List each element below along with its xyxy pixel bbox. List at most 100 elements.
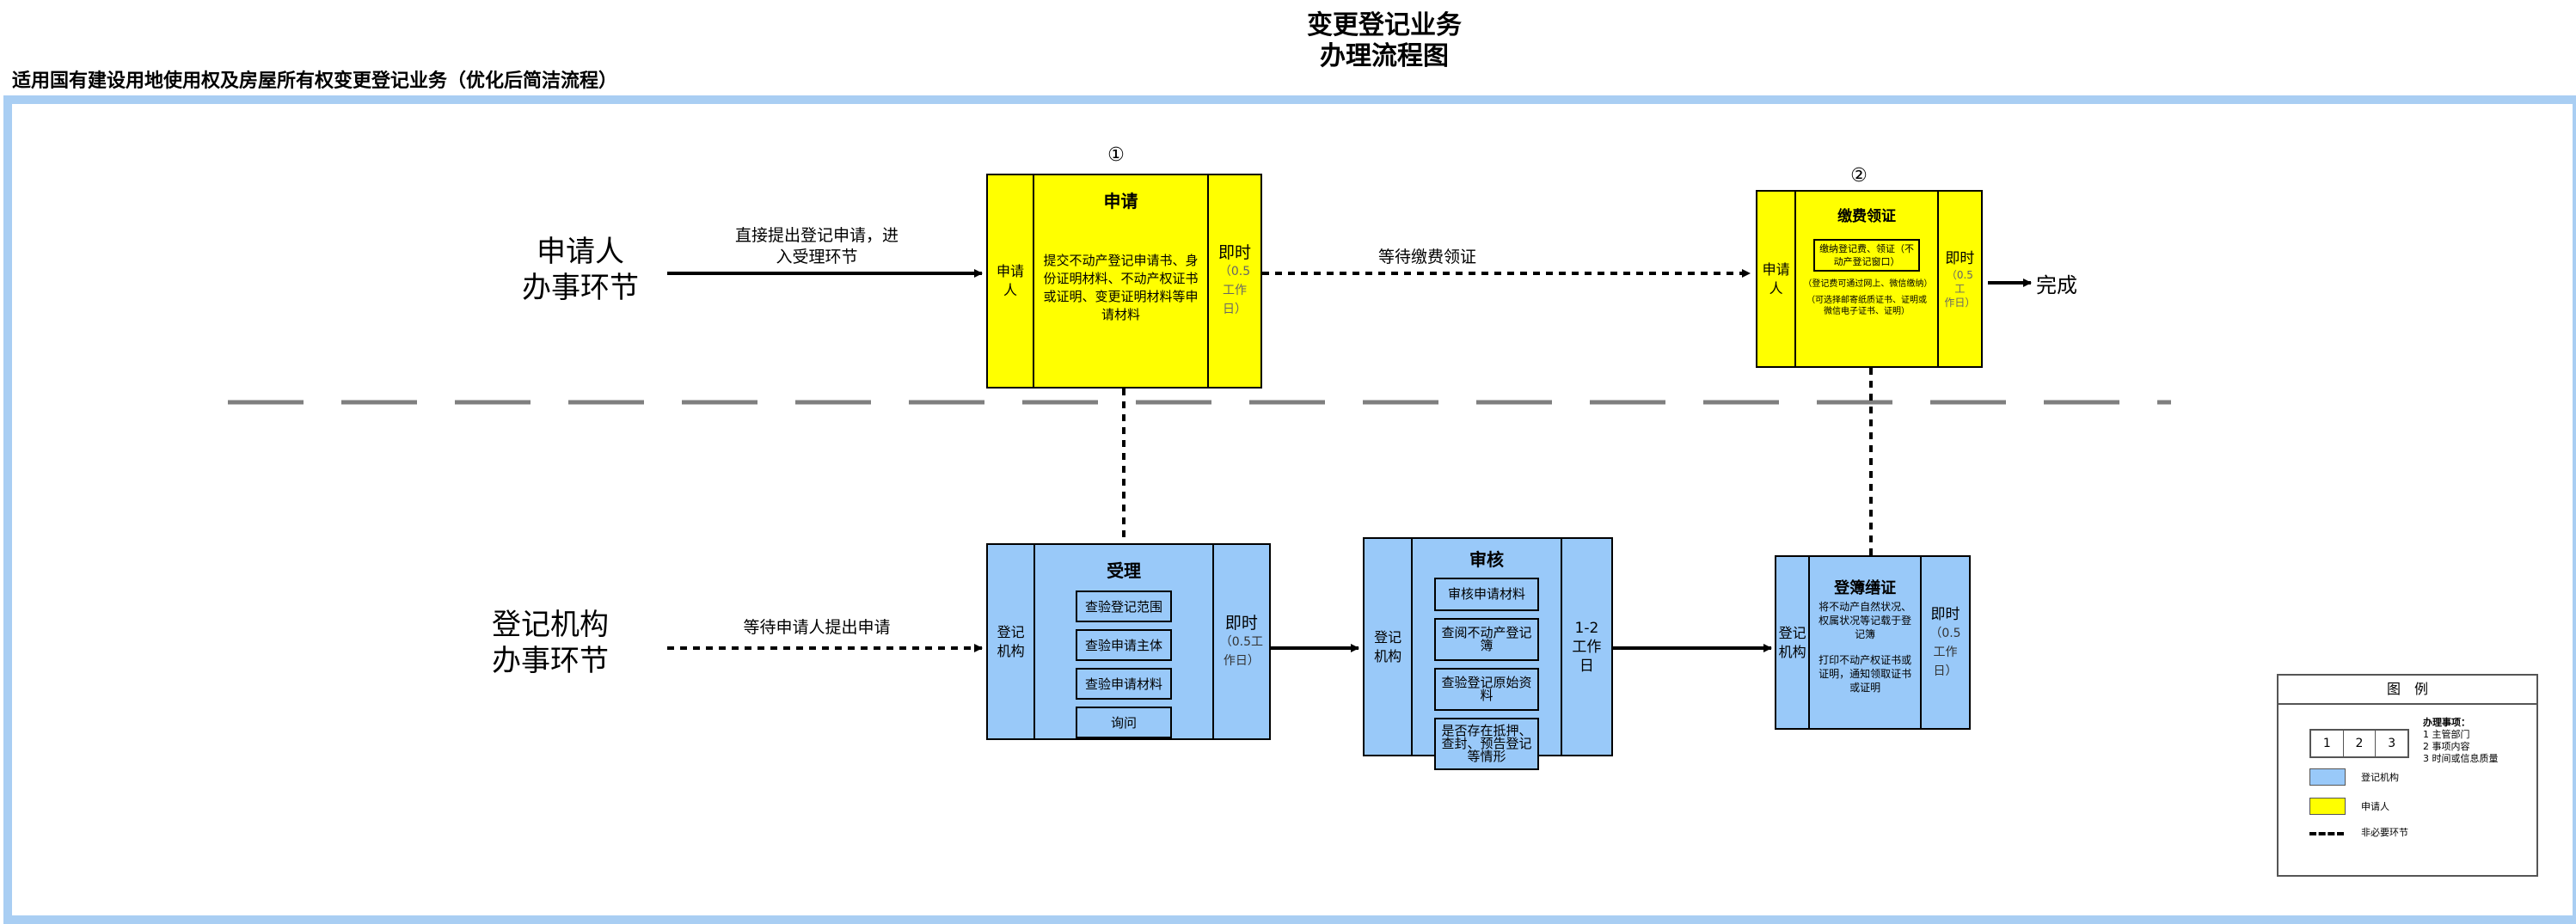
apply-time-line2: （0.5 [1218,265,1251,278]
accept-item-1: 查验登记范围 [1076,591,1173,622]
pay-title: 缴费领证 [1837,208,1897,225]
register-content-1: 将不动产自然状况、权属状况等记载于登记簿 [1819,601,1912,640]
accept-box: 登记 机构 受理 查验登记范围 查验申请主体 查验申请材料 询问 即时 （0.5… [986,543,1271,740]
pay-time-line3: 作日） [1944,296,1976,309]
accept-side-line2: 机构 [997,642,1025,659]
review-item-2: 查阅不动产登记簿 [1434,618,1540,661]
review-side: 登记 机构 [1365,539,1414,755]
legend-cell-3: 3 [2388,737,2396,750]
register-side: 登记 机构 [1776,557,1811,728]
pay-note-1: （登记费可通过网上、微信缴纳） [1803,279,1933,289]
edge-label-submit-line1: 直接提出登记申请，进 [734,226,899,245]
lane-label-applicant-line2: 办事环节 [522,271,639,305]
register-time-line1: 即时 [1930,605,1960,623]
legend-items-title: 办理事项： [2423,717,2470,728]
accept-title: 受理 [1107,560,1142,581]
edge-label-submit-line2: 入受理环节 [776,248,858,266]
apply-time-line3: 工作 [1223,284,1247,297]
pay-time-line1: 即时 [1945,249,1975,267]
review-box: 登记 机构 审核 审核申请材料 查阅不动产登记簿 查验登记原始资料 是否存在抵押… [1363,537,1613,770]
legend-item-1: 1 主管部门 [2423,729,2470,740]
page-title-line2: 办理流程图 [1320,41,1449,71]
legend: 图 例 1 2 3 办理事项： 1 主管部门 2 事项内容 3 时间或信息质量 … [2277,674,2538,877]
lane-label-registry: 登记机构 办事环节 [464,607,636,679]
review-side-line2: 机构 [1374,647,1402,664]
pay-side-line1: 申请 [1762,260,1790,278]
register-box: 登记 机构 登簿缮证 将不动产自然状况、权属状况等记载于登记簿 打印不动产权证书… [1775,555,1971,730]
apply-content: 提交不动产登记申请书、身份证明材料、不动产权证书或证明、变更证明材料等申请材料 [1043,253,1199,322]
legend-blue-label: 登记机构 [2361,772,2399,783]
review-item-3: 查验登记原始资料 [1434,668,1540,711]
pay-box: 申请 人 缴费领证 缴纳登记费、领证（不动产登记窗口） （登记费可通过网上、微信… [1756,190,1983,368]
step-number-2: ② [1850,165,1868,187]
edge-label-wait-apply: 等待申请人提出申请 [743,618,891,637]
pay-side-line2: 人 [1769,279,1783,297]
legend-dashed-label: 非必要环节 [2361,827,2408,838]
pay-note-2: （可选择邮寄纸质证书、证明或微信电子证书、证明） [1806,296,1928,316]
lane-label-registry-line1: 登记机构 [492,608,609,642]
review-time-line1: 1-2 [1574,619,1599,637]
legend-item-2: 2 事项内容 [2423,741,2470,752]
legend-title: 图 例 [2279,676,2536,705]
review-item-4: 是否存在抵押、查封、预告登记等情形 [1434,718,1540,770]
register-time-line4: 日） [1933,664,1958,678]
apply-side-line2: 人 [1003,282,1017,298]
pay-side: 申请 人 [1757,192,1797,366]
legend-item-3: 3 时间或信息质量 [2423,753,2499,764]
accept-item-4: 询问 [1076,707,1173,738]
review-item-1: 审核申请材料 [1434,578,1540,611]
lane-label-registry-line2: 办事环节 [492,644,609,678]
apply-time-line4: 日） [1223,303,1247,316]
accept-side-line1: 登记 [997,623,1025,640]
register-content-2: 打印不动产权证书或证明，通知领取证书或证明 [1819,654,1912,694]
legend-cells: 1 2 3 [2309,729,2409,758]
accept-time-line3: 作日） [1223,653,1260,668]
legend-swatch-yellow [2309,798,2346,815]
register-time: 即时 （0.5 工作 日） [1922,557,1969,728]
accept-item-2: 查验申请主体 [1076,629,1173,661]
page-subtitle: 适用国有建设用地使用权及房屋所有权变更登记业务（优化后简洁流程） [12,70,618,92]
apply-time-line1: 即时 [1217,243,1251,262]
legend-swatch-dashed [2309,832,2344,835]
register-side-line2: 机构 [1778,643,1806,660]
legend-cell-1: 1 [2311,731,2344,756]
review-time: 1-2 工作日 [1562,539,1611,755]
review-main: 审核 审核申请材料 查阅不动产登记簿 查验登记原始资料 是否存在抵押、查封、预告… [1413,539,1562,770]
accept-side: 登记 机构 [988,545,1036,738]
register-side-line1: 登记 [1778,624,1806,641]
pay-main: 缴费领证 缴纳登记费、领证（不动产登记窗口） （登记费可通过网上、微信缴纳） （… [1796,192,1939,366]
legend-cell-2: 2 [2344,731,2377,756]
legend-swatch-blue [2309,768,2346,786]
step-number-1: ① [1107,144,1125,166]
register-time-line2: （0.5 [1929,626,1961,640]
apply-title: 申请 [1103,191,1138,211]
edge-label-submit: 直接提出登记申请，进 入受理环节 [705,225,929,268]
accept-item-3: 查验申请材料 [1076,668,1173,700]
apply-box: 申请 人 申请 提交不动产登记申请书、身份证明材料、不动产权证书或证明、变更证明… [986,174,1262,389]
apply-side: 申请 人 [988,175,1034,387]
legend-items: 办理事项： 1 主管部门 2 事项内容 3 时间或信息质量 [2423,717,2499,765]
apply-time: 即时 （0.5 工作 日） [1209,175,1260,387]
pay-inner-box: 缴纳登记费、领证（不动产登记窗口） [1813,239,1921,272]
edge-label-wait-pay: 等待缴费领证 [1377,248,1476,266]
apply-main: 申请 提交不动产登记申请书、身份证明材料、不动产权证书或证明、变更证明材料等申请… [1034,175,1209,387]
page-title: 变更登记业务 [1307,10,1462,40]
review-side-line1: 登记 [1374,628,1402,646]
pay-time: 即时 （0.5工 作日） [1939,192,1981,366]
accept-time-line1: 即时 [1224,613,1258,633]
review-title: 审核 [1469,549,1505,570]
done-label: 完成 [2036,273,2077,297]
lane-label-applicant-line1: 申请人 [537,235,624,269]
apply-side-line1: 申请 [996,263,1024,279]
review-time-line2: 工作日 [1572,638,1602,675]
accept-time-line2: （0.5工 [1219,634,1264,649]
pay-time-line2: （0.5工 [1946,268,1973,295]
register-time-line3: 工作 [1933,645,1958,659]
legend-yellow-label: 申请人 [2361,801,2389,812]
register-main: 登簿缮证 将不动产自然状况、权属状况等记载于登记簿 打印不动产权证书或证明，通知… [1810,557,1922,728]
lane-label-applicant: 申请人 办事环节 [494,234,666,306]
register-title: 登簿缮证 [1834,579,1897,597]
accept-time: 即时 （0.5工 作日） [1214,545,1269,738]
accept-main: 受理 查验登记范围 查验申请主体 查验申请材料 询问 [1035,545,1214,738]
